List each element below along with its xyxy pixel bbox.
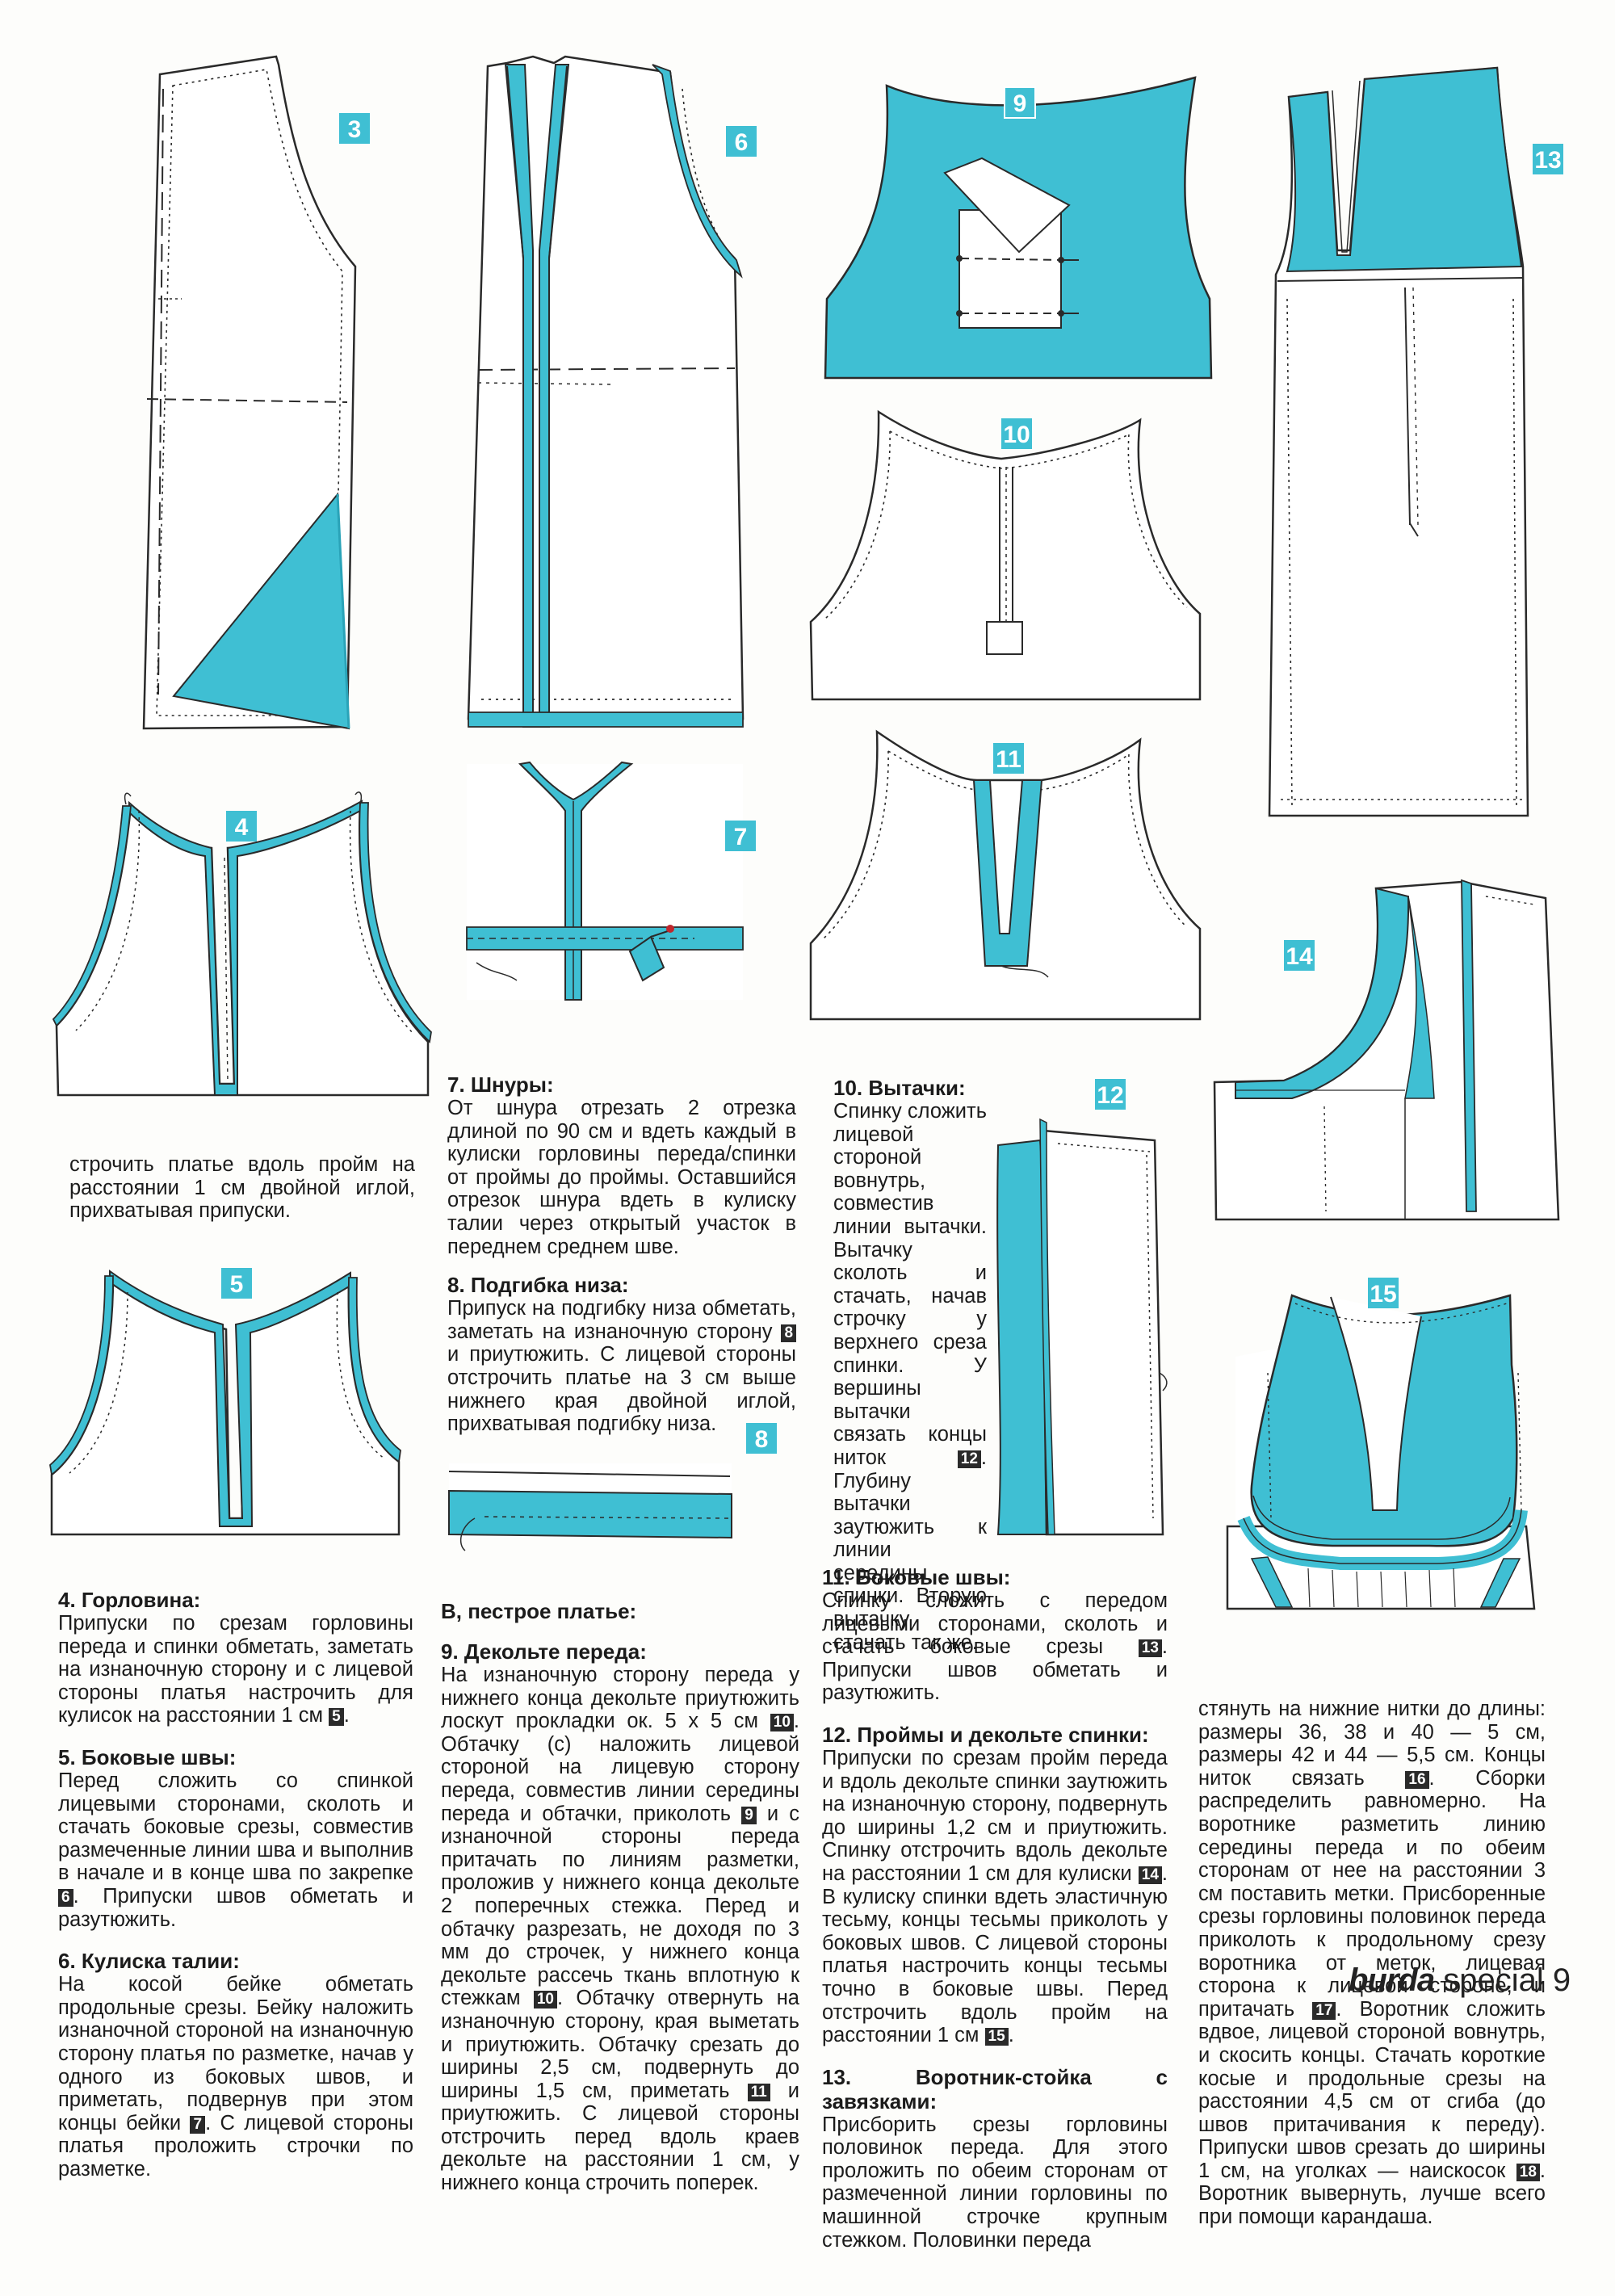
section-10-body: Спинку сложить лицевой стороной вовнутрь… xyxy=(833,1100,987,1654)
figure-11: 11 xyxy=(809,729,1202,1021)
text-column-3-upper: 10. Вытачки: Спинку сложить лицевой стор… xyxy=(833,1076,987,1654)
section-4-body: Припуски по срезам горловины переда и сп… xyxy=(58,1612,413,1727)
figure-15: 15 xyxy=(1226,1278,1536,1610)
brand-special: special xyxy=(1443,1962,1544,1998)
text-column-1: 4. Горловина: Припуски по срезам горлови… xyxy=(58,1588,413,2181)
figure-10: 10 xyxy=(809,409,1202,701)
step-ref: 6 xyxy=(58,1888,73,1907)
page-footer: burda special 9 xyxy=(1349,1962,1571,1999)
figure-12: 12 xyxy=(996,1079,1168,1536)
section-10-title: 10. Вытачки: xyxy=(833,1076,966,1100)
svg-text:10: 10 xyxy=(1003,422,1030,448)
figure-6: 6 xyxy=(467,55,757,728)
section-13-title: 13. Воротник-стойка с завязками: xyxy=(822,2064,1168,2113)
svg-text:6: 6 xyxy=(735,129,749,156)
figure-3-badge: 3 xyxy=(348,116,362,143)
figure-8: 8 xyxy=(448,1423,777,1551)
section-b-title: B, пестрое платье: xyxy=(441,1599,637,1623)
section-11-title: 11. Боковые швы: xyxy=(822,1565,1011,1589)
section-9-title: 9. Декольте переда: xyxy=(441,1639,647,1664)
svg-text:11: 11 xyxy=(996,746,1021,773)
section-12-body: Припуски по срезам пройм переда и вдоль … xyxy=(822,1746,1168,2047)
section-12-title: 12. Проймы и декольте спинки: xyxy=(822,1722,1149,1747)
svg-text:12: 12 xyxy=(1097,1082,1123,1109)
svg-text:13: 13 xyxy=(1534,147,1561,174)
section-8-title: 8. Подгибка низа: xyxy=(447,1273,629,1298)
section-6-body: На косой бейке обметать продольные срезы… xyxy=(58,1973,413,2181)
text-continuation: строчить платье вдоль пройм на расстояни… xyxy=(69,1153,415,1223)
section-4-title: 4. Горловина: xyxy=(58,1588,201,1612)
section-11-body: Спинку сложить с передом лицевыми сторон… xyxy=(822,1589,1168,1705)
svg-text:9: 9 xyxy=(1013,90,1027,117)
figure-5: 5 xyxy=(49,1268,401,1536)
figure-14: 14 xyxy=(1213,879,1560,1221)
section-13-body: Присборить срезы горловины половинок пер… xyxy=(822,2113,1168,2252)
section-9-body: На изнаночную сторону переда у нижнего к… xyxy=(441,1664,799,2195)
text-column-3-lower: 11. Боковые швы: Спинку сложить с передо… xyxy=(822,1565,1168,2252)
step-ref: 8 xyxy=(781,1324,797,1342)
step-ref: 7 xyxy=(190,2115,206,2134)
svg-text:8: 8 xyxy=(755,1426,769,1453)
section-7-title: 7. Шнуры: xyxy=(447,1072,554,1097)
page-number: 9 xyxy=(1552,1962,1571,1998)
text-column-2-upper: 7. Шнуры: От шнура отрезать 2 отрезка дл… xyxy=(447,1072,797,1436)
brand-logo: burda xyxy=(1349,1962,1435,1998)
svg-text:7: 7 xyxy=(734,824,748,850)
section-13-continued: стянуть на нижние нитки до длины: размер… xyxy=(1198,1698,1546,2229)
section-8-body: Припуск на подгибку низа обметать, замет… xyxy=(447,1297,797,1436)
figure-3: 3 xyxy=(142,55,370,730)
svg-text:5: 5 xyxy=(230,1271,244,1298)
section-5-title: 5. Боковые швы: xyxy=(58,1744,237,1769)
figure-13: 13 xyxy=(1268,66,1563,817)
section-6-title: 6. Кулиска талии: xyxy=(58,1949,240,1974)
svg-text:15: 15 xyxy=(1370,1281,1396,1308)
text-column-4: стянуть на нижние нитки до длины: размер… xyxy=(1198,1698,1546,2229)
figure-7: 7 xyxy=(466,761,756,1001)
step-ref: 5 xyxy=(329,1708,344,1727)
text-column-2-lower: B, пестрое платье: 9. Декольте переда: Н… xyxy=(441,1599,799,2195)
section-5-body: Перед сложить со спинкой лицевыми сторон… xyxy=(58,1769,413,1931)
section-7-body: От шнура отрезать 2 отрезка длиной по 90… xyxy=(447,1097,796,1258)
svg-text:4: 4 xyxy=(235,814,249,841)
figure-4: 4 xyxy=(52,791,432,1097)
svg-text:14: 14 xyxy=(1286,943,1313,970)
figure-9: 9 xyxy=(824,76,1213,380)
